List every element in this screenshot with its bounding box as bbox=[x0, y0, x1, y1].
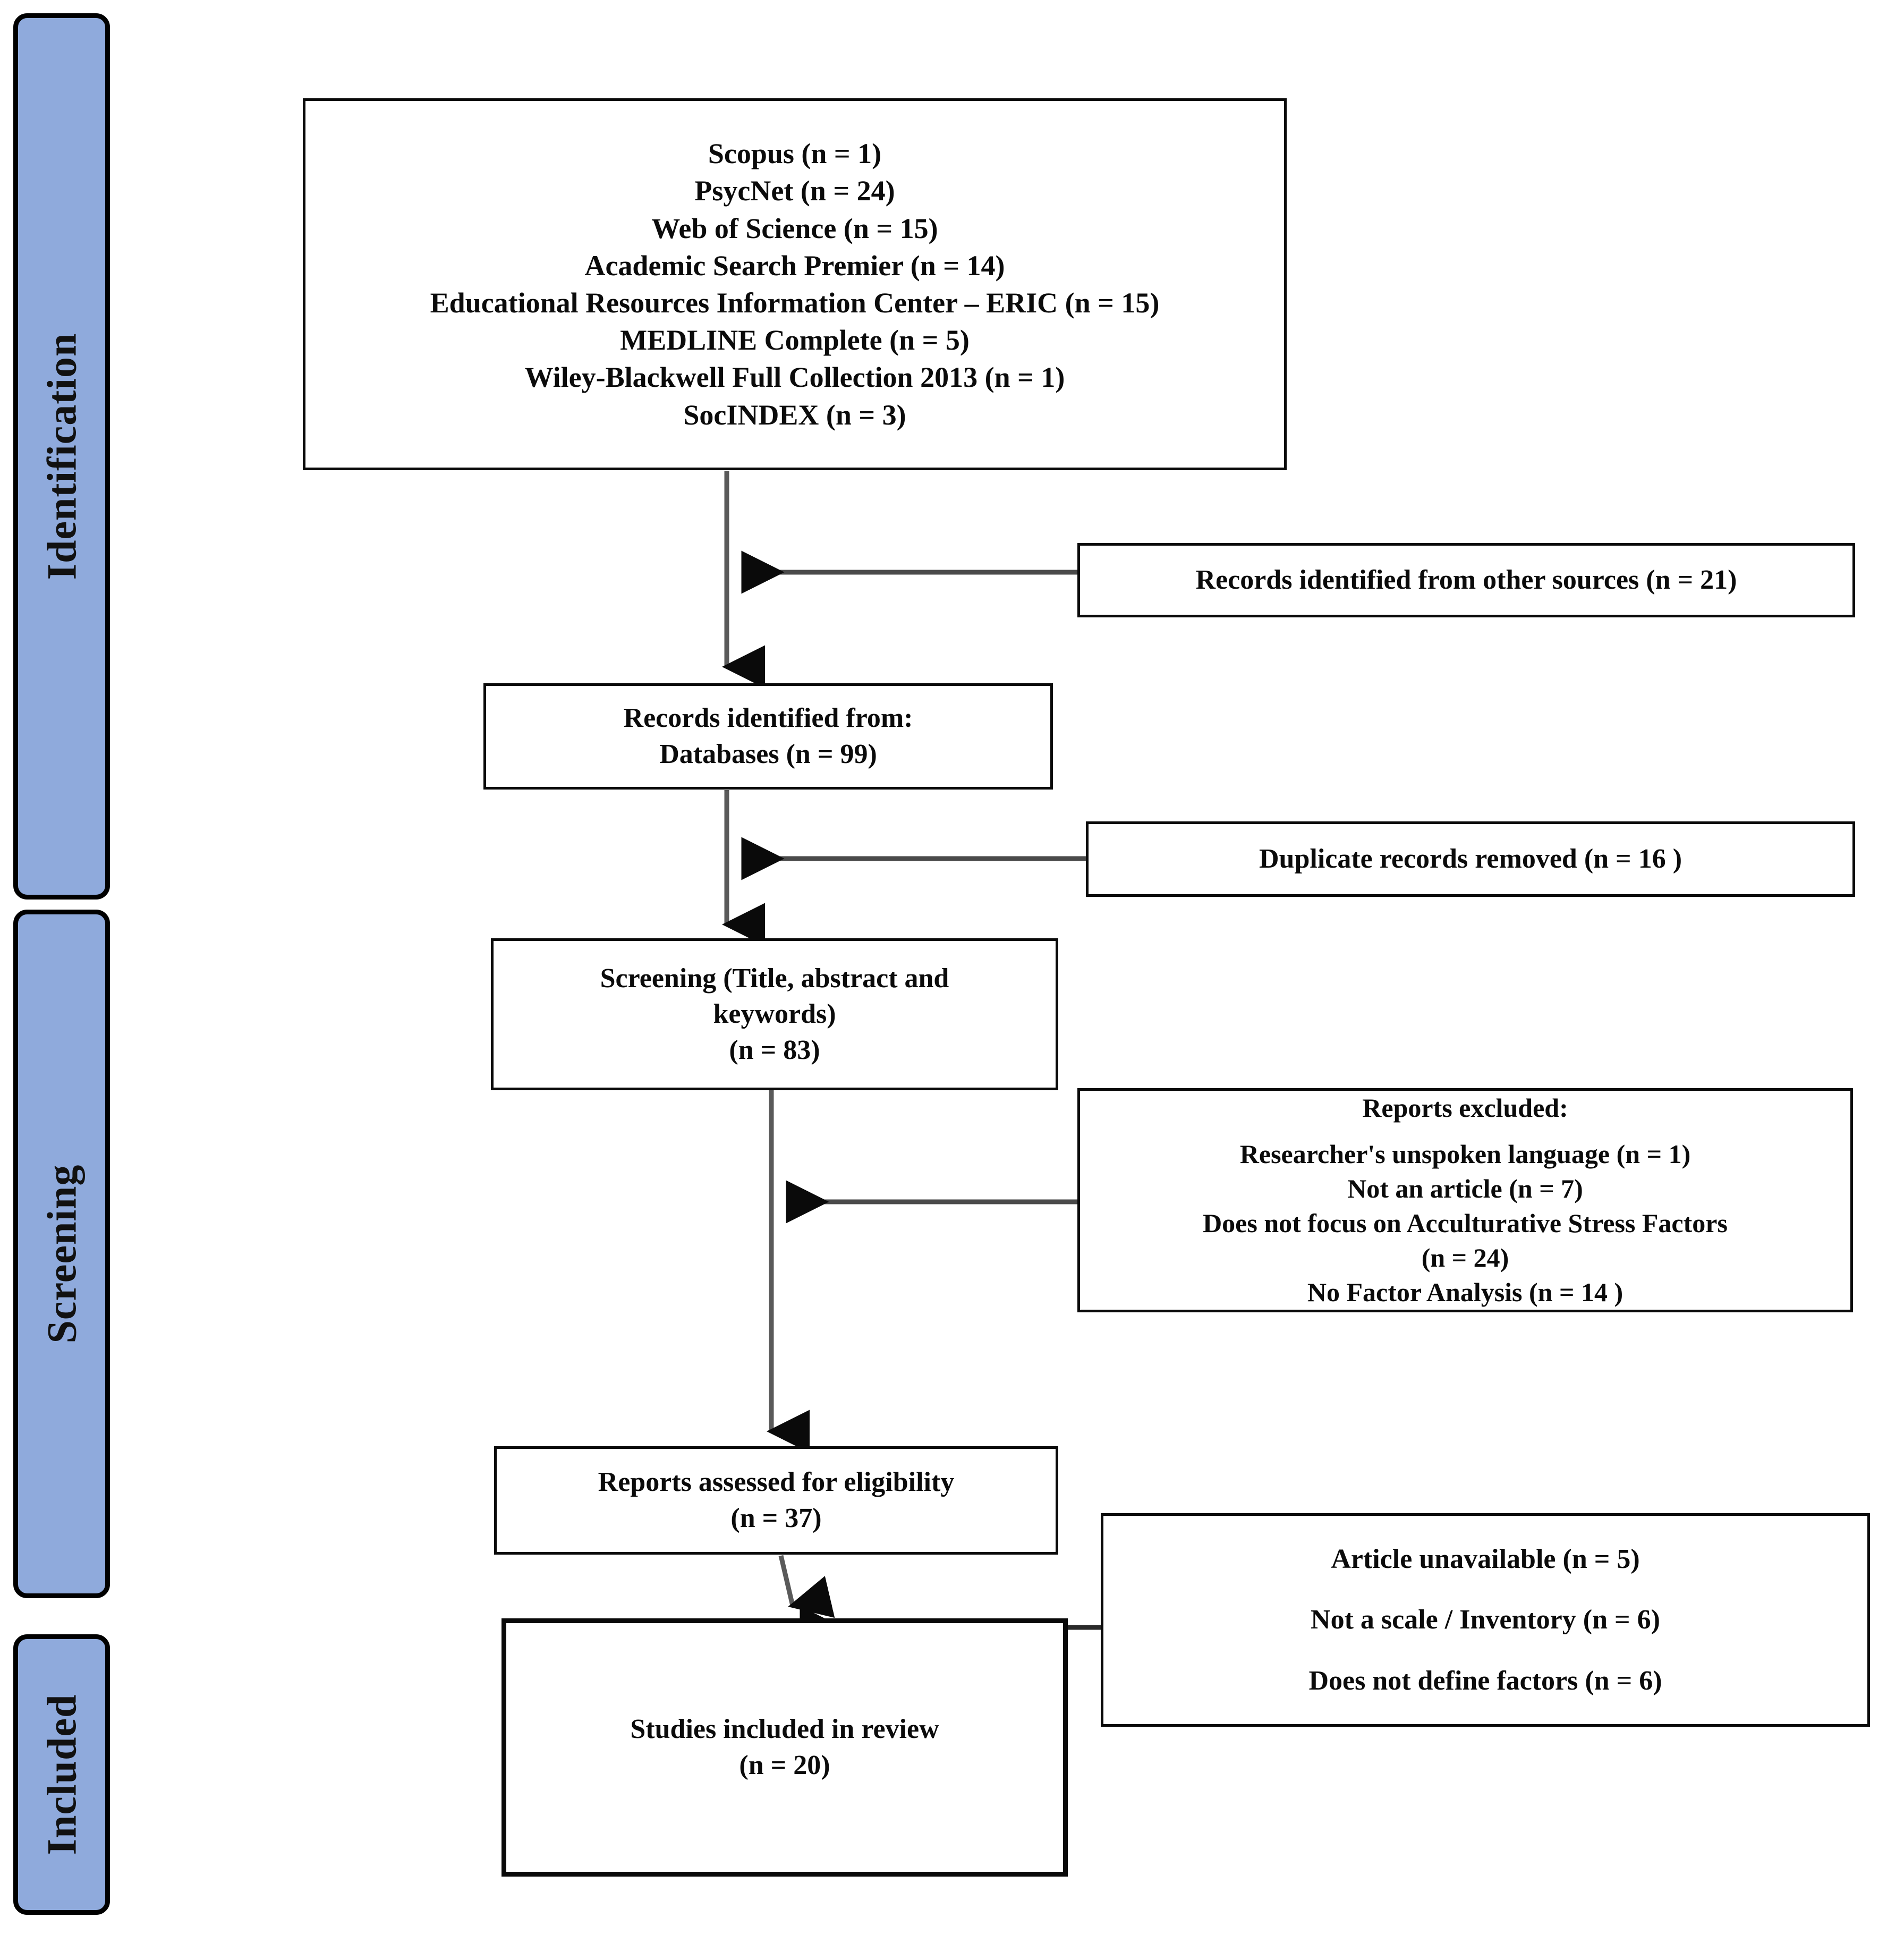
eligibility-excluded-reason-no-factors: Does not define factors (n = 6) bbox=[1308, 1665, 1662, 1696]
phase-label-included: Included bbox=[38, 1694, 85, 1855]
records-identified-box: Records identified from: Databases (n = … bbox=[483, 683, 1053, 790]
eligibility-excluded-box: Article unavailable (n = 5) Not a scale … bbox=[1101, 1513, 1870, 1727]
source-line-scopus: Scopus (n = 1) bbox=[708, 138, 882, 170]
screening-count: (n = 83) bbox=[729, 1034, 820, 1065]
records-identified-heading: Records identified from: bbox=[623, 703, 913, 734]
records-identified-count: Databases (n = 99) bbox=[659, 739, 877, 769]
duplicates-removed-text: Duplicate records removed (n = 16 ) bbox=[1259, 844, 1682, 875]
screening-line-2: keywords) bbox=[713, 999, 836, 1030]
source-line-academic-search: Academic Search Premier (n = 14) bbox=[584, 249, 1005, 282]
reports-excluded-heading: Reports excluded: bbox=[1362, 1093, 1568, 1123]
phase-band-included: Included bbox=[13, 1634, 110, 1915]
reports-excluded-reason-focus: Does not focus on Acculturative Stress F… bbox=[1203, 1208, 1728, 1238]
reports-excluded-reason-not-article: Not an article (n = 7) bbox=[1347, 1174, 1583, 1203]
duplicates-removed-box: Duplicate records removed (n = 16 ) bbox=[1086, 821, 1855, 897]
eligibility-excluded-reason-not-scale: Not a scale / Inventory (n = 6) bbox=[1311, 1605, 1660, 1635]
database-sources-box: Scopus (n = 1) PsycNet (n = 24) Web of S… bbox=[303, 98, 1287, 470]
studies-included-box: Studies included in review (n = 20) bbox=[502, 1618, 1068, 1877]
source-line-eric: Educational Resources Information Center… bbox=[430, 287, 1160, 319]
eligibility-box: Reports assessed for eligibility (n = 37… bbox=[494, 1446, 1058, 1555]
screening-line-1: Screening (Title, abstract and bbox=[600, 963, 949, 994]
other-sources-text: Records identified from other sources (n… bbox=[1195, 565, 1737, 596]
phase-label-identification: Identification bbox=[38, 333, 85, 580]
reports-excluded-reason-language: Researcher's unspoken language (n = 1) bbox=[1239, 1139, 1691, 1169]
screening-box: Screening (Title, abstract and keywords)… bbox=[491, 938, 1058, 1090]
phase-label-screening: Screening bbox=[38, 1164, 85, 1344]
eligibility-count: (n = 37) bbox=[730, 1503, 822, 1533]
studies-included-heading: Studies included in review bbox=[630, 1714, 939, 1745]
source-line-medline: MEDLINE Complete (n = 5) bbox=[620, 324, 970, 357]
phase-band-screening: Screening bbox=[13, 910, 110, 1598]
source-line-wiley-blackwell: Wiley-Blackwell Full Collection 2013 (n … bbox=[524, 361, 1065, 394]
source-line-psycnet: PsycNet (n = 24) bbox=[694, 175, 895, 207]
connector-eligibility-to-included bbox=[778, 1555, 835, 1618]
reports-excluded-reason-no-factor-analysis: No Factor Analysis (n = 14 ) bbox=[1307, 1277, 1624, 1307]
source-line-web-of-science: Web of Science (n = 15) bbox=[651, 212, 938, 244]
source-line-socindex: SocINDEX (n = 3) bbox=[683, 398, 906, 431]
reports-excluded-reason-focus-count: (n = 24) bbox=[1421, 1243, 1509, 1272]
eligibility-excluded-reason-unavailable: Article unavailable (n = 5) bbox=[1331, 1543, 1640, 1574]
phase-band-identification: Identification bbox=[13, 13, 110, 900]
studies-included-count: (n = 20) bbox=[739, 1750, 830, 1780]
reports-excluded-box: Reports excluded: Researcher's unspoken … bbox=[1077, 1088, 1853, 1312]
eligibility-heading: Reports assessed for eligibility bbox=[598, 1467, 955, 1498]
other-sources-box: Records identified from other sources (n… bbox=[1077, 543, 1855, 617]
